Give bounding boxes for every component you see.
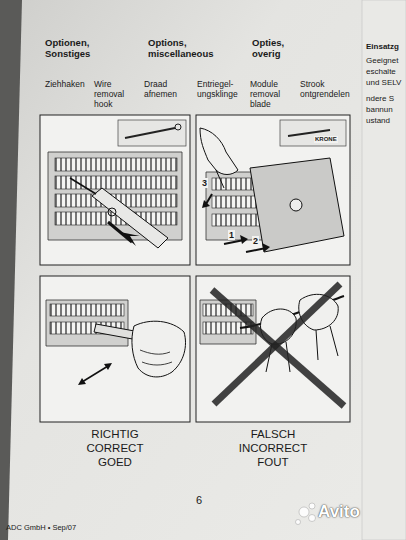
page-number: 6: [196, 494, 202, 507]
hand: [200, 128, 238, 175]
logo-dot: [299, 507, 309, 517]
cut-off-text: bannun: [366, 105, 393, 114]
section-heading: Options, miscellaneous: [148, 38, 214, 60]
panel3-drawing: [46, 300, 186, 385]
removal-hook: [92, 188, 168, 248]
cut-off-text: eschalte: [366, 67, 396, 76]
tool-inset: [118, 120, 186, 146]
verdict-correct: RICHTIG: [65, 428, 165, 441]
verdict-incorrect: FOUT: [223, 456, 323, 469]
module-row: [50, 304, 124, 316]
tool-name: Entriegel- ungsklinge: [197, 80, 249, 100]
panel-frame: [40, 276, 190, 422]
arrow-1-head: [240, 235, 248, 244]
panel-frame: [40, 115, 190, 265]
tool-name: Draad afnemen: [144, 80, 194, 100]
removal-blade-tool: [250, 158, 344, 252]
hook-tool-small: [125, 128, 175, 138]
section-heading: Opties, overig: [252, 38, 304, 60]
hook-eye: [175, 124, 181, 130]
arrow-2-head: [262, 243, 270, 252]
arrow-head: [78, 378, 86, 385]
tool-name: Ziehhaken: [45, 80, 93, 90]
arrow-3-head: [202, 200, 210, 208]
cut-off-text: ndere S: [366, 94, 394, 103]
cut-off-text: Einsatzg: [366, 42, 399, 51]
verdict-correct: CORRECT: [65, 442, 165, 455]
panel-frame: [196, 276, 350, 422]
cut-off-text: Geeignet: [366, 56, 398, 65]
verdict-incorrect: INCORRECT: [223, 442, 323, 455]
logo-dot: [309, 515, 316, 522]
arrow-head: [104, 363, 112, 370]
arrow-3: [206, 194, 212, 204]
callout-number: 1: [228, 230, 235, 240]
watermark-logo: [296, 503, 316, 525]
module-block: [46, 300, 128, 346]
double-arrow: [82, 366, 108, 382]
logo-dot: [296, 520, 301, 525]
hook-tip: [70, 178, 96, 194]
tool-inset: [280, 120, 346, 146]
module-row: [55, 158, 177, 171]
panel2-drawing: [200, 120, 346, 252]
cut-off-text: und SELV: [366, 78, 401, 87]
thumb: [216, 170, 224, 188]
tool-name: Module removal blade: [250, 80, 298, 109]
module-row: [55, 176, 177, 189]
fingers: [140, 350, 172, 365]
panel4-drawing: [200, 284, 344, 406]
arrow-1: [224, 240, 244, 244]
brand-mark: KRONE: [314, 136, 338, 143]
tool-hole: [290, 199, 302, 211]
logo-dot: [309, 503, 315, 509]
callout-number: 2: [252, 236, 259, 246]
hook-hole: [108, 208, 116, 216]
next-page-edge: [362, 0, 406, 540]
section-heading: Optionen, Sonstiges: [45, 38, 107, 60]
verdict-correct: GOED: [65, 456, 165, 469]
hand: [132, 321, 186, 377]
footer-text: ADC GmbH • Sep/07: [6, 524, 76, 533]
paper-sheet: [8, 0, 406, 540]
panel-frame: [196, 115, 350, 265]
arrow-2: [246, 248, 266, 252]
cut-off-text: ustand: [366, 116, 390, 125]
cross-out: [214, 284, 340, 404]
panel1-drawing: [48, 120, 186, 248]
pull-arrow-shaft: [108, 222, 132, 242]
tool-name: Wire removal hook: [94, 80, 140, 109]
watermark: Avito: [318, 502, 360, 522]
callout-number: 3: [201, 178, 208, 188]
verdict-incorrect: FALSCH: [223, 428, 323, 441]
tool-name: Strook ontgrendelen: [300, 80, 356, 100]
